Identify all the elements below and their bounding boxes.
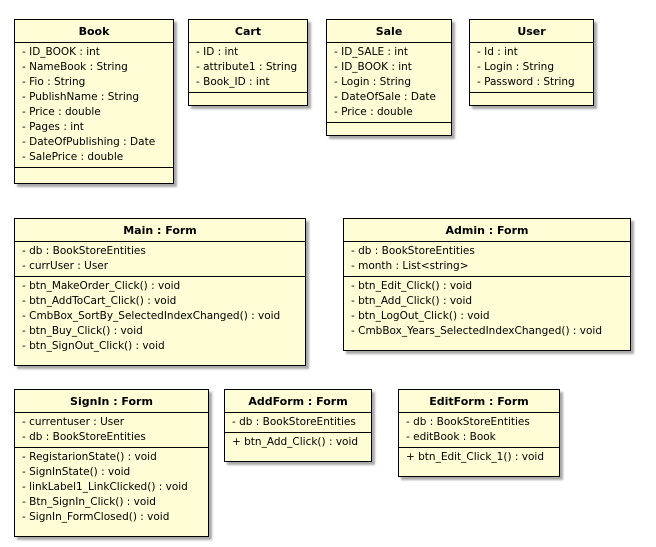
attribute: - ID_SALE : int xyxy=(334,46,408,58)
class-cart[interactable]: Cart - ID : int - attribute1 : String - … xyxy=(188,19,308,106)
operation: - SignIn_FormClosed() : void xyxy=(22,511,170,523)
class-main-form[interactable]: Main : Form - db : BookStoreEntities - c… xyxy=(14,218,306,366)
attribute: - attribute1 : String xyxy=(196,61,298,73)
attribute: - Password : String xyxy=(477,76,575,88)
attribute: - currUser : User xyxy=(22,260,109,272)
attribute: - Price : double xyxy=(334,106,413,118)
attribute: - Login : String xyxy=(477,61,555,73)
operations-section xyxy=(15,168,173,177)
class-name: Admin : Form xyxy=(344,219,630,242)
operations-section: + btn_Edit_Click_1() : void xyxy=(399,448,559,467)
class-admin-form[interactable]: Admin : Form - db : BookStoreEntities - … xyxy=(343,218,631,351)
operation: - btn_Add_Click() : void xyxy=(351,295,473,307)
class-editform-form[interactable]: EditForm : Form - db : BookStoreEntities… xyxy=(398,389,560,477)
attributes-section: - ID_BOOK : int - NameBook : String - Fi… xyxy=(15,43,173,168)
attribute: - DateOfSale : Date xyxy=(334,91,436,103)
attribute: - db : BookStoreEntities xyxy=(351,245,475,257)
attribute: - Pages : int xyxy=(22,121,84,133)
operation: - CmbBox_Years_SelectedIndexChanged() : … xyxy=(351,325,602,337)
class-signin-form[interactable]: SignIn : Form - currentuser : User - db … xyxy=(14,389,209,537)
class-addform-form[interactable]: AddForm : Form - db : BookStoreEntities … xyxy=(224,389,372,462)
attribute: - db : BookStoreEntities xyxy=(22,431,146,443)
operations-section: - RegistarionState() : void - SignInStat… xyxy=(15,448,208,527)
attribute: - editBook : Book xyxy=(406,431,496,443)
attribute: - db : BookStoreEntities xyxy=(232,416,356,428)
attribute: - PublishName : String xyxy=(22,91,140,103)
class-book[interactable]: Book - ID_BOOK : int - NameBook : String… xyxy=(14,19,174,184)
attribute: - ID_BOOK : int xyxy=(22,46,100,58)
attributes-section: - currentuser : User - db : BookStoreEnt… xyxy=(15,413,208,448)
class-name: AddForm : Form xyxy=(225,390,371,413)
attributes-section: - Id : int - Login : String - Password :… xyxy=(470,43,593,93)
class-name: Sale xyxy=(327,20,451,43)
class-name: EditForm : Form xyxy=(399,390,559,413)
operation: - CmbBox_SortBy_SelectedIndexChanged() :… xyxy=(22,310,281,322)
attribute: - Login : String xyxy=(334,76,412,88)
class-name: SignIn : Form xyxy=(15,390,208,413)
attribute: - Id : int xyxy=(477,46,518,58)
operations-section xyxy=(470,93,593,102)
attribute: - NameBook : String xyxy=(22,61,128,73)
class-user[interactable]: User - Id : int - Login : String - Passw… xyxy=(469,19,594,106)
attributes-section: - ID : int - attribute1 : String - Book_… xyxy=(189,43,307,93)
attributes-section: - db : BookStoreEntities - editBook : Bo… xyxy=(399,413,559,448)
class-name: Cart xyxy=(189,20,307,43)
attribute: - db : BookStoreEntities xyxy=(22,245,146,257)
operations-section xyxy=(189,93,307,102)
attribute: - month : List<string> xyxy=(351,260,469,272)
attributes-section: - db : BookStoreEntities - month : List<… xyxy=(344,242,630,277)
attributes-section: - db : BookStoreEntities xyxy=(225,413,371,433)
operation: - SignInState() : void xyxy=(22,466,131,478)
operation: - Btn_SignIn_Click() : void xyxy=(22,496,156,508)
operation: - btn_MakeOrder_Click() : void xyxy=(22,280,181,292)
operations-section: + btn_Add_Click() : void xyxy=(225,433,371,452)
operation: - RegistarionState() : void xyxy=(22,451,157,463)
attribute: - SalePrice : double xyxy=(22,151,124,163)
attribute: - Book_ID : int xyxy=(196,76,270,88)
attribute: - ID : int xyxy=(196,46,239,58)
attribute: - Price : double xyxy=(22,106,101,118)
operation: - btn_Edit_Click() : void xyxy=(351,280,473,292)
operation: + btn_Edit_Click_1() : void xyxy=(406,451,544,463)
attribute: - currentuser : User xyxy=(22,416,125,428)
class-name: User xyxy=(470,20,593,43)
class-name: Main : Form xyxy=(15,219,305,242)
operation: + btn_Add_Click() : void xyxy=(232,436,359,448)
operations-section xyxy=(327,123,451,132)
operation: - btn_LogOut_Click() : void xyxy=(351,310,490,322)
operation: - btn_Buy_Click() : void xyxy=(22,325,143,337)
attribute: - Fio : String xyxy=(22,76,86,88)
class-name: Book xyxy=(15,20,173,43)
attribute: - ID_BOOK : int xyxy=(334,61,412,73)
attributes-section: - ID_SALE : int - ID_BOOK : int - Login … xyxy=(327,43,451,123)
operation: - btn_SignOut_Click() : void xyxy=(22,340,165,352)
class-sale[interactable]: Sale - ID_SALE : int - ID_BOOK : int - L… xyxy=(326,19,452,136)
attribute: - db : BookStoreEntities xyxy=(406,416,530,428)
operations-section: - btn_Edit_Click() : void - btn_Add_Clic… xyxy=(344,277,630,341)
operations-section: - btn_MakeOrder_Click() : void - btn_Add… xyxy=(15,277,305,356)
operation: - linkLabel1_LinkClicked() : void xyxy=(22,481,188,493)
operation: - btn_AddToCart_Click() : void xyxy=(22,295,177,307)
attribute: - DateOfPublishing : Date xyxy=(22,136,156,148)
attributes-section: - db : BookStoreEntities - currUser : Us… xyxy=(15,242,305,277)
